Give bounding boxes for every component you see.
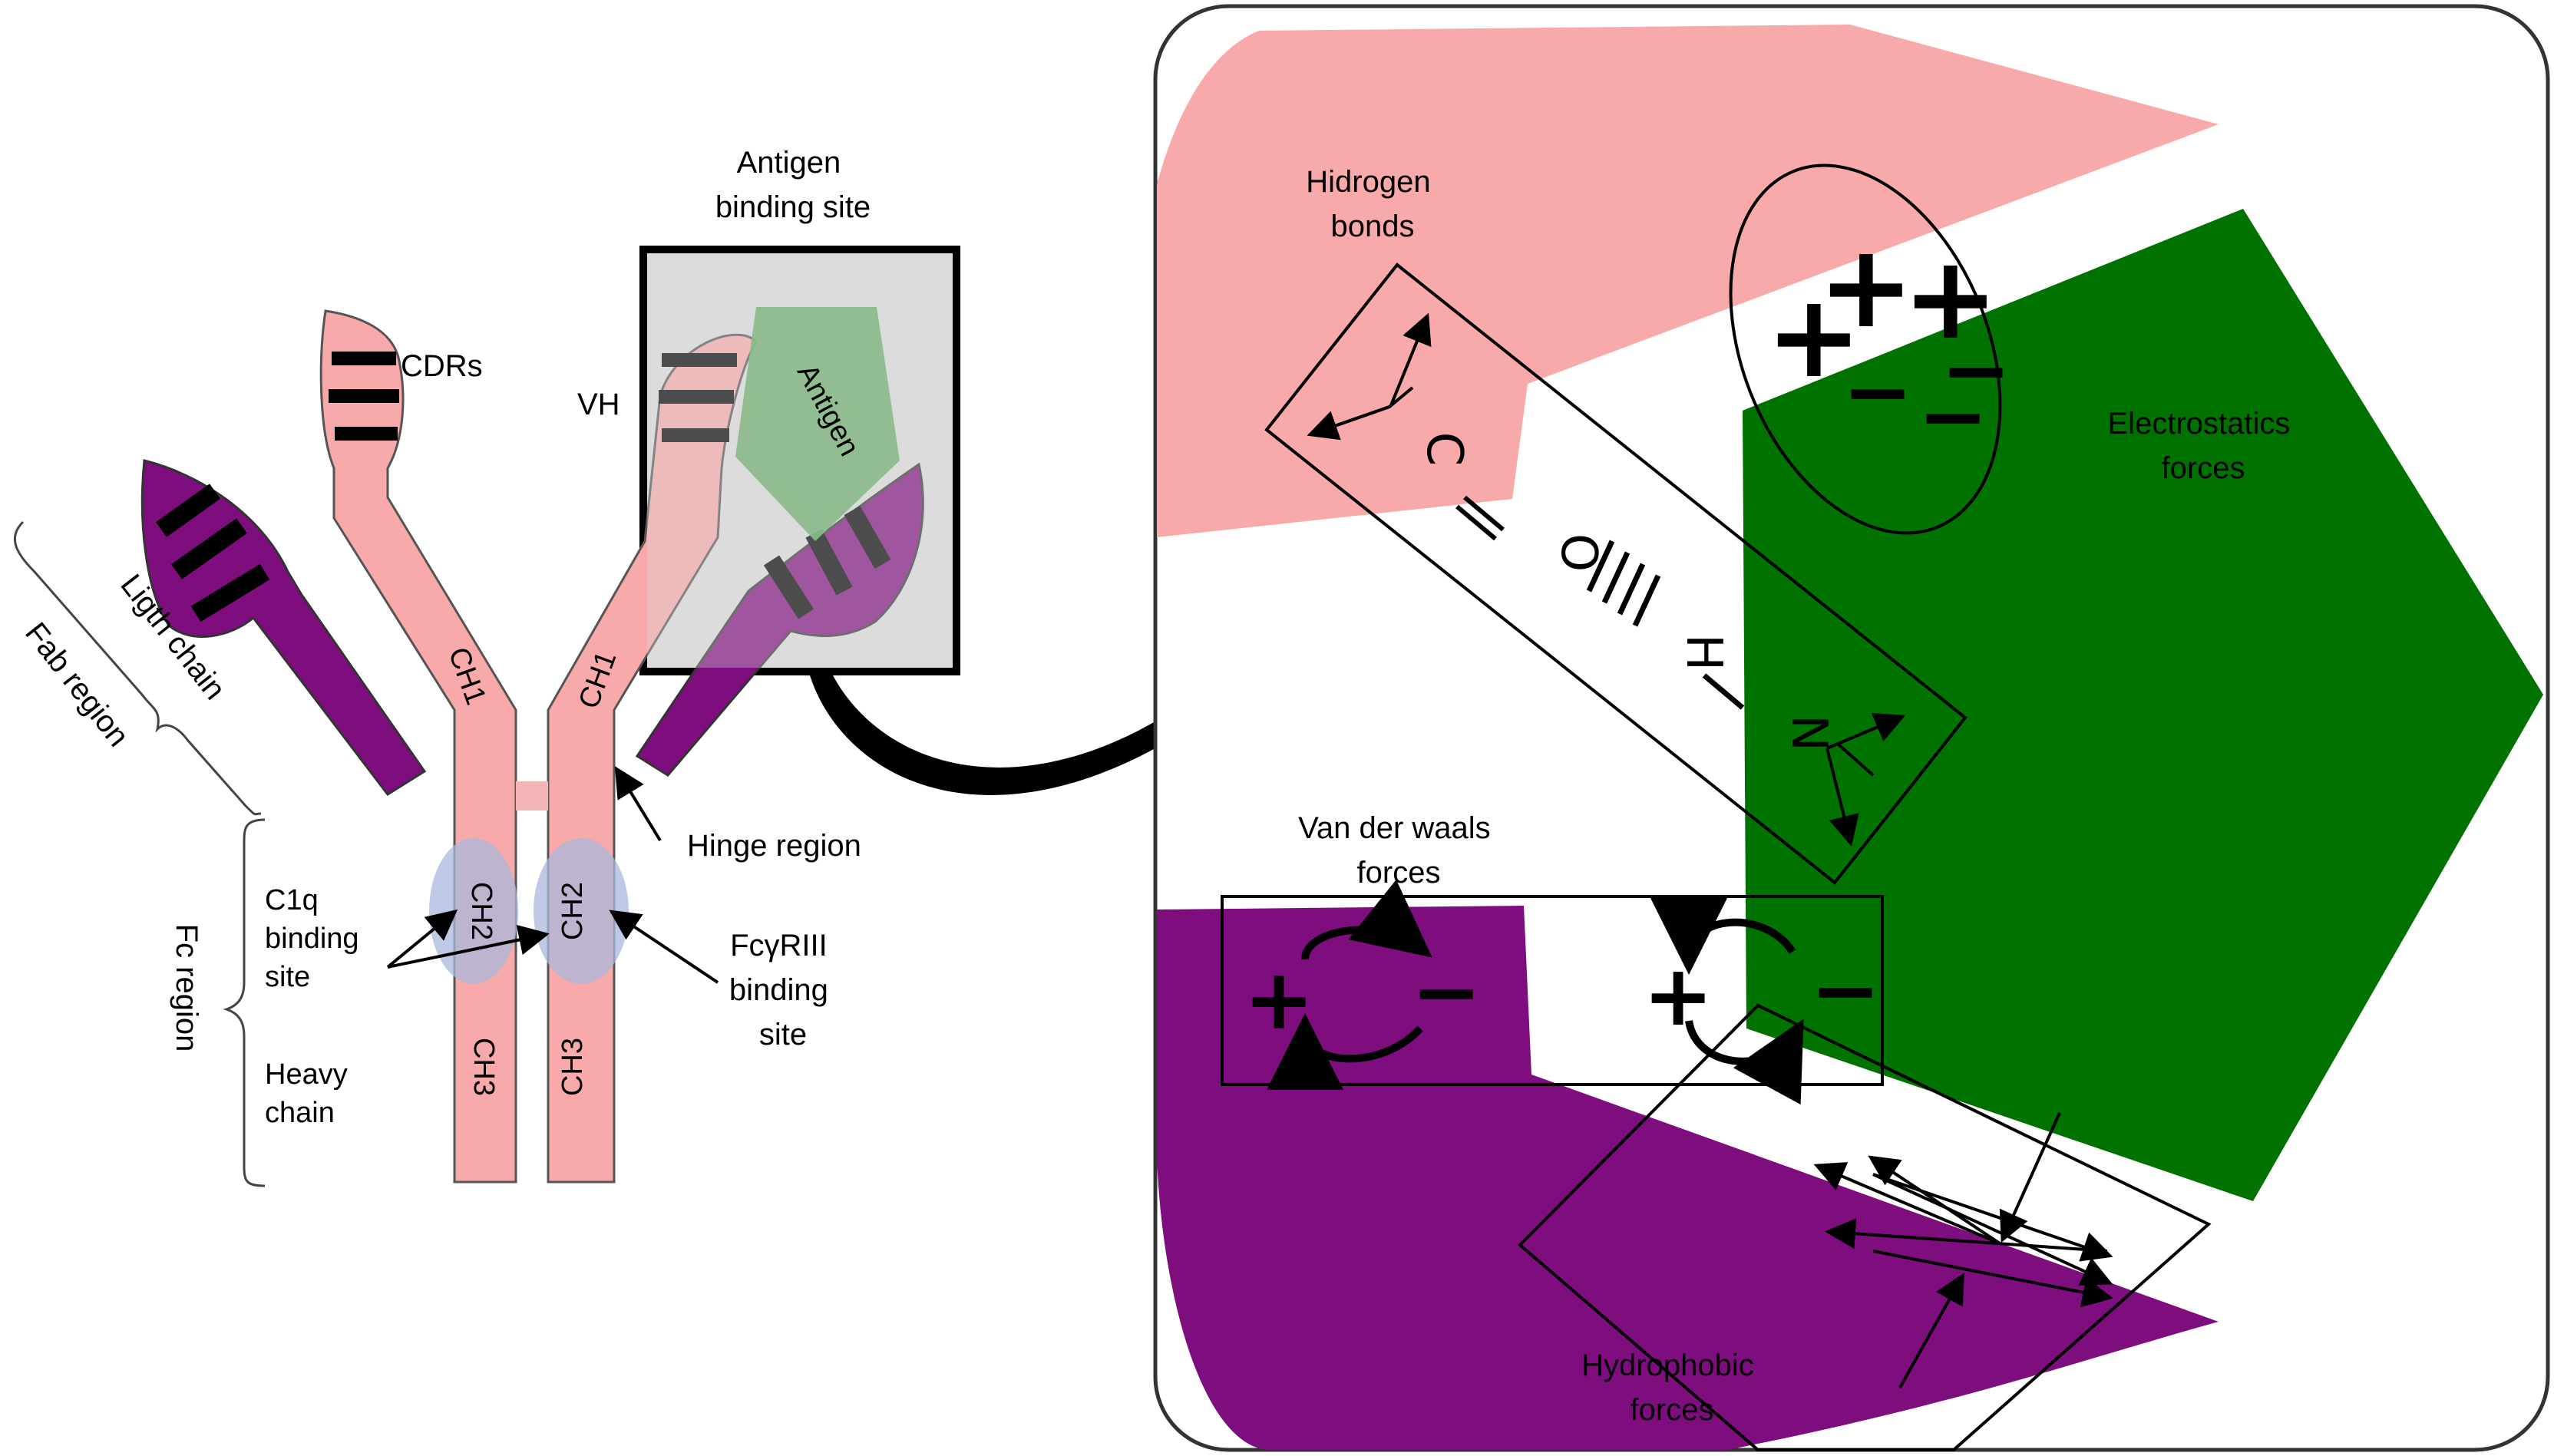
atom-c: C (1416, 432, 1472, 467)
binding-box-overlay (647, 253, 953, 668)
van-der-waals-box (1221, 895, 1884, 1086)
light-chain-region (1157, 906, 2219, 1450)
fc-region-label: Fc region (170, 924, 203, 1052)
hydrogen-bonds-label: Hidrogen bonds (1306, 165, 1439, 243)
heavy-chain-region (1157, 25, 2219, 537)
svg-text:+: + (1244, 950, 1314, 1048)
c1q-binding-site-label: C1q binding site (265, 884, 367, 993)
hydrophobic-label: Hydrophobic forces (1581, 1349, 1763, 1427)
svg-text:−: − (1941, 321, 2011, 419)
vh-label: VH (577, 388, 620, 421)
fab-region-label: Fab region (18, 616, 135, 753)
annotation-arrows-left (386, 766, 719, 984)
atom-o: O (1550, 533, 1607, 572)
vdw-dipoles (1267, 880, 1804, 1105)
svg-text:−: − (1810, 941, 1881, 1039)
zoom-arrow (810, 668, 1236, 795)
cdr-stripes-light-left (156, 484, 270, 622)
cdrs-label: CDRs (401, 349, 483, 383)
svg-text:+: + (1643, 946, 1713, 1045)
electrostatic-ellipse (1729, 163, 2002, 535)
ch3-right-label: CH3 (557, 1038, 589, 1096)
fab-brace (13, 520, 262, 816)
antigen-shape (735, 307, 900, 541)
svg-text:+: + (1766, 270, 1862, 404)
hydrogen-bond-molecule: C O H N (1416, 432, 1837, 751)
ch2-right-label: CH2 (557, 882, 589, 940)
cdr-stripes-light-right (763, 506, 891, 619)
hydrophobic-box (1518, 1003, 2212, 1451)
antibody-structure: CH1 CH1 CH2 CH2 CH3 CH3 Antigen Antigen … (13, 146, 1236, 1187)
hinge-region-label: Hinge region (687, 829, 861, 863)
cdr-stripes-left (329, 352, 399, 441)
svg-text:−: − (1918, 367, 1988, 465)
hinge-link (516, 781, 548, 811)
hydrophobic-arrows (1813, 1112, 2113, 1388)
atom-h: H (1675, 634, 1732, 671)
binding-forces-panel: C O H N + + + − − − (1153, 4, 2550, 1452)
cdr-stripes-right (659, 353, 737, 442)
antigen-region (1743, 209, 2543, 1201)
hydrogen-bond-arrows (1307, 312, 1906, 847)
svg-text:−: − (1842, 342, 1913, 441)
antigen-binding-site-label: Antigen binding site (715, 146, 871, 224)
fcgriii-binding-ellipse (534, 838, 629, 984)
fcgriii-binding-site-label: FcγRIII binding site (729, 929, 837, 1052)
heavy-chain-label: Heavy chain (265, 1058, 355, 1129)
ch2-left-label: CH2 (465, 882, 497, 940)
ch3-left-label: CH3 (468, 1038, 500, 1096)
c1q-binding-ellipse (429, 838, 518, 984)
hydrogen-bond-box (1264, 262, 1968, 885)
electrostatics-label: Electrostatics forces (2108, 407, 2299, 485)
atom-n: N (1780, 715, 1837, 751)
svg-text:−: − (1411, 943, 1482, 1041)
light-chain-right (635, 462, 924, 777)
electrostatic-charges: + + + − − − (1766, 220, 2011, 465)
svg-text:+: + (1818, 220, 1915, 354)
van-der-waals-label: Van der waals forces (1298, 811, 1499, 890)
fc-brace (223, 818, 266, 1187)
vdw-charges: + − + − (1244, 941, 1881, 1048)
svg-text:+: + (1902, 232, 1999, 365)
